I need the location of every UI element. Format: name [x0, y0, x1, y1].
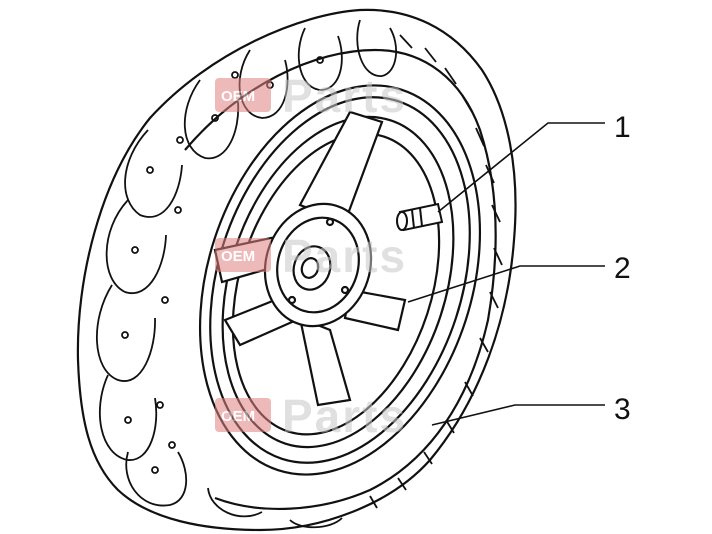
- valve: [396, 202, 444, 232]
- tyre-tread: [95, 19, 397, 529]
- watermark-oem-label: OEM: [221, 88, 255, 105]
- svg-text:Parts: Parts: [282, 230, 407, 282]
- svg-text:OEM: OEM: [221, 408, 255, 425]
- callout-leader-3: [431, 404, 605, 426]
- tyre-tread-slashes: [369, 34, 503, 509]
- callout-label-3: 3: [614, 393, 631, 426]
- callout-leaders: [407, 122, 605, 426]
- watermark-middle: OEM Parts: [215, 230, 407, 282]
- svg-text:OEM: OEM: [221, 248, 255, 265]
- watermark-top: OEM Parts: [215, 70, 407, 122]
- watermark-parts-label: Parts: [282, 70, 407, 122]
- watermark-bottom: OEM Parts: [215, 390, 407, 442]
- callout-leader-1: [437, 122, 605, 213]
- watermark-group: OEM Parts OEM Parts OEM Parts: [215, 70, 407, 442]
- callout-label-1: 1: [614, 111, 631, 144]
- callout-label-2: 2: [614, 252, 631, 285]
- svg-text:Parts: Parts: [282, 390, 407, 442]
- rim-hub: [263, 202, 373, 328]
- callout-leader-2: [407, 265, 605, 303]
